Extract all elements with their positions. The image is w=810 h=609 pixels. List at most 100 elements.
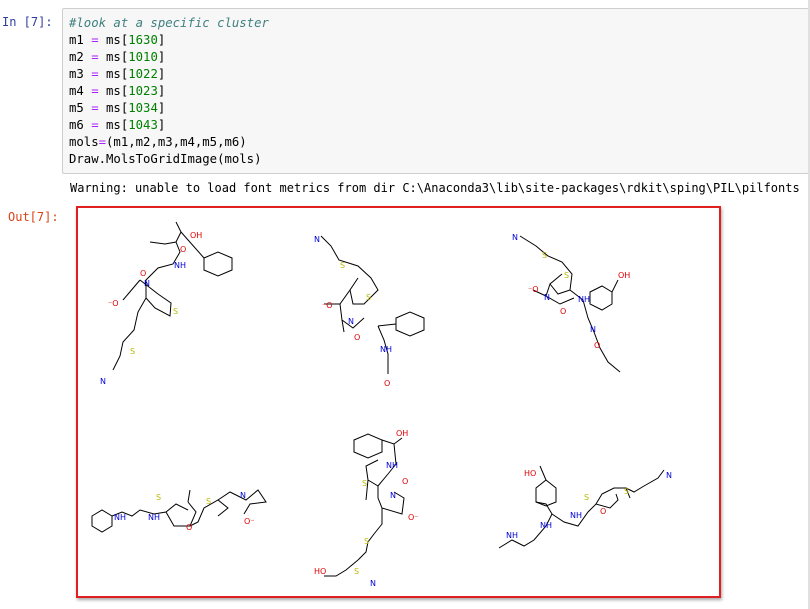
- assign-var: m4: [69, 84, 84, 98]
- assign-operator: =: [83, 101, 107, 115]
- assignment-line: m3 = ms[1022]: [69, 66, 802, 83]
- assignment-line: m5 = ms[1034]: [69, 100, 802, 117]
- svg-text:O: O: [354, 333, 360, 342]
- assign-operator: =: [83, 33, 107, 47]
- svg-text:⁻O: ⁻O: [322, 301, 333, 310]
- assign-var: m2: [69, 50, 84, 64]
- assign-var: m3: [69, 67, 84, 81]
- svg-text:NH: NH: [540, 521, 552, 530]
- input-prompt: In [7]:: [2, 15, 53, 29]
- svg-text:S: S: [362, 479, 367, 488]
- svg-text:NH: NH: [174, 261, 186, 270]
- bracket-open: [: [120, 84, 129, 98]
- svg-text:N: N: [666, 471, 672, 480]
- svg-text:S: S: [340, 261, 345, 270]
- assign-index: 1010: [128, 50, 158, 64]
- mols-tuple: (m1,m2,m3,m4,m5,m6): [106, 135, 247, 149]
- assignment-lines: m1 = ms[1630]m2 = ms[1010]m3 = ms[1022]m…: [69, 32, 802, 134]
- bracket-open: [: [120, 118, 129, 132]
- assign-operator: =: [83, 84, 107, 98]
- assign-object: ms: [106, 33, 121, 47]
- assign-object: ms: [106, 84, 121, 98]
- svg-text:S: S: [206, 497, 211, 506]
- svg-text:NH: NH: [148, 513, 160, 522]
- bracket-close: ]: [157, 67, 166, 81]
- assignment-line: m4 = ms[1023]: [69, 83, 802, 100]
- code-comment-line: #look at a specific cluster: [69, 15, 802, 32]
- assign-operator: =: [83, 118, 107, 132]
- svg-text:O: O: [140, 269, 146, 278]
- svg-text:S: S: [624, 487, 629, 496]
- assign-object: ms: [106, 101, 121, 115]
- code-input-area[interactable]: #look at a specific cluster m1 = ms[1630…: [62, 8, 809, 174]
- svg-text:N: N: [314, 235, 320, 244]
- svg-text:OH: OH: [396, 429, 408, 438]
- page-scrollbar[interactable]: [808, 0, 810, 609]
- assign-var: m6: [69, 118, 84, 132]
- svg-text:NH: NH: [570, 511, 582, 520]
- assign-var: m5: [69, 101, 84, 115]
- svg-text:S: S: [542, 251, 547, 260]
- svg-text:N: N: [370, 579, 376, 588]
- molecule-grid-image: OH O NH O ⁻O N S S N N S S ⁻O N O NH O N…: [76, 206, 721, 598]
- assign-operator: =: [83, 50, 107, 64]
- svg-text:HO: HO: [524, 469, 536, 478]
- assignment-line: m2 = ms[1010]: [69, 49, 802, 66]
- svg-text:N: N: [512, 233, 518, 242]
- mols-var: mols: [69, 135, 99, 149]
- molecule-4: [91, 489, 267, 533]
- svg-text:O⁻: O⁻: [408, 513, 419, 522]
- bracket-open: [: [120, 67, 129, 81]
- assign-object: ms: [106, 118, 121, 132]
- molecule-2: [320, 235, 425, 374]
- draw-line: Draw.MolsToGridImage(mols): [69, 152, 262, 166]
- svg-text:NH: NH: [114, 513, 126, 522]
- svg-text:O: O: [402, 477, 408, 486]
- svg-text:O: O: [594, 341, 600, 350]
- bracket-close: ]: [157, 101, 166, 115]
- svg-text:S: S: [564, 271, 569, 280]
- svg-text:O⁻: O⁻: [244, 517, 255, 526]
- assign-operator: =: [98, 135, 107, 149]
- assignment-line: m6 = ms[1043]: [69, 117, 802, 134]
- output-prompt: Out[7]:: [8, 210, 59, 224]
- svg-text:S: S: [130, 347, 135, 356]
- svg-text:S: S: [366, 293, 371, 302]
- bracket-open: [: [120, 33, 129, 47]
- assign-object: ms: [106, 50, 121, 64]
- assign-index: 1043: [128, 118, 158, 132]
- mols-line: mols=(m1,m2,m3,m4,m5,m6): [69, 134, 802, 151]
- svg-text:N: N: [590, 325, 596, 334]
- svg-text:S: S: [173, 307, 178, 316]
- molecule-1: [112, 221, 233, 371]
- svg-text:N: N: [390, 491, 396, 500]
- svg-text:S: S: [584, 493, 589, 502]
- bracket-close: ]: [157, 84, 166, 98]
- svg-text:S: S: [354, 567, 359, 576]
- code-comment: #look at a specific cluster: [69, 16, 269, 30]
- molecule-6: [498, 465, 665, 549]
- svg-text:N: N: [348, 317, 354, 326]
- svg-text:HO: HO: [314, 567, 326, 576]
- svg-text:N: N: [544, 293, 550, 302]
- molecule-grid-svg: OH O NH O ⁻O N S S N N S S ⁻O N O NH O N…: [91, 221, 672, 588]
- svg-text:O: O: [180, 245, 186, 254]
- svg-text:⁻O: ⁻O: [528, 285, 539, 294]
- bracket-close: ]: [157, 33, 166, 47]
- svg-text:S: S: [156, 493, 161, 502]
- bracket-open: [: [120, 101, 129, 115]
- svg-text:NH: NH: [386, 461, 398, 470]
- stderr-warning: Warning: unable to load font metrics fro…: [70, 181, 800, 195]
- molecule-3: [519, 235, 621, 373]
- assign-object: ms: [106, 67, 121, 81]
- bracket-close: ]: [157, 118, 166, 132]
- assign-index: 1023: [128, 84, 158, 98]
- svg-text:O: O: [560, 307, 566, 316]
- bracket-close: ]: [157, 50, 166, 64]
- assign-operator: =: [83, 67, 107, 81]
- svg-text:OH: OH: [190, 231, 202, 240]
- assignment-line: m1 = ms[1630]: [69, 32, 802, 49]
- assign-index: 1034: [128, 101, 158, 115]
- svg-text:O: O: [186, 523, 192, 532]
- svg-text:N: N: [144, 279, 150, 288]
